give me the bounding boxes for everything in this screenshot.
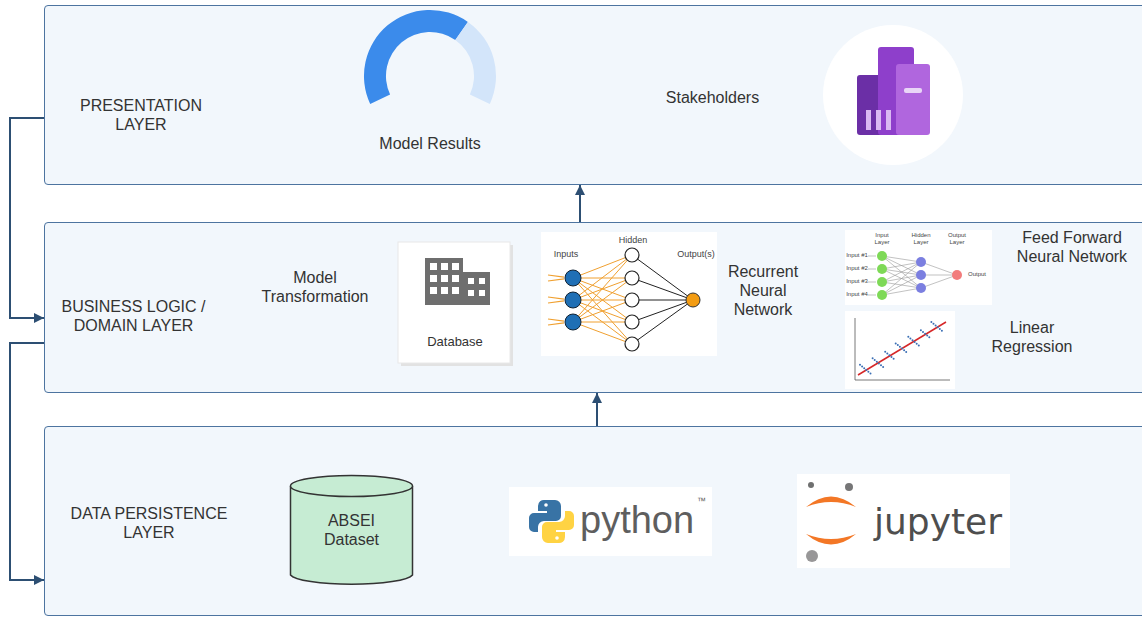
label-holder: Hidden Layer — [907, 232, 935, 246]
figure-label: Input #4 — [846, 291, 868, 298]
figure-label: Input #1 — [846, 252, 868, 259]
model-gauge — [364, 10, 496, 104]
text-holder: ™ — [697, 496, 711, 507]
band-fills — [44, 5, 1142, 616]
jupyter-wordmark: jupyter — [874, 500, 1006, 543]
figure-label: Input #3 — [846, 278, 868, 285]
model-label: Linear Regression — [976, 318, 1088, 356]
figure-label: Output(s) — [676, 249, 716, 260]
result-label: Model Results — [360, 134, 500, 153]
database-box: Database — [399, 243, 514, 364]
trademark-mark: ™ — [697, 496, 711, 507]
text-holder: BUSINESS LOGIC / DOMAIN LAYER — [51, 297, 216, 335]
jupyter-tile — [797, 474, 1010, 568]
layer-connector — [10, 118, 44, 318]
rnn-figure — [541, 232, 717, 356]
layer-title: BUSINESS LOGIC / DOMAIN LAYER — [51, 297, 216, 335]
layer-connector — [10, 343, 44, 580]
label-holder: Output Layer — [943, 232, 971, 246]
label-holder: Input #4 — [846, 291, 868, 298]
stakeholder-label: Stakeholders — [650, 88, 775, 107]
ffnn-figure — [845, 230, 992, 305]
jupyter-box: jupyter — [798, 475, 1011, 569]
data-layer: DATA PERSISTENCE LAYER ABSEI Dataset pytho… — [44, 426, 1142, 616]
label-holder: Stakeholders — [650, 88, 775, 107]
figure-label: Hidden — [613, 235, 653, 246]
label-holder: Input #1 — [846, 252, 868, 259]
dataset-label: ABSEI Dataset — [311, 511, 392, 549]
python-tile — [509, 487, 712, 556]
label-holder: Input #3 — [846, 278, 868, 285]
figure-label: Input #2 — [846, 265, 868, 272]
figure-label: Output Layer — [943, 232, 971, 246]
dataset-cylinder: ABSEI Dataset — [289, 474, 414, 587]
figure-label: Input Layer — [868, 232, 896, 246]
figure-label: Hidden Layer — [907, 232, 935, 246]
transformation-label: Model Transformation — [250, 268, 380, 306]
database-label: Database — [399, 334, 511, 350]
label-holder: Inputs — [546, 249, 586, 260]
layer-connector — [579, 185, 581, 222]
layer-title: PRESENTATION LAYER — [76, 96, 206, 134]
presentation-layer: PRESENTATION LAYER — [44, 5, 1142, 185]
text-holder: PRESENTATION LAYER — [76, 96, 206, 134]
model-label: Recurrent Neural Network — [720, 262, 806, 320]
database-tile — [398, 242, 513, 366]
text-holder: python — [580, 498, 698, 544]
figure-label: Inputs — [546, 249, 586, 260]
model-label: Feed Forward Neural Network — [1016, 228, 1128, 266]
regression-figure — [845, 311, 955, 389]
python-wordmark: python — [580, 498, 698, 544]
text-holder: DATA PERSISTENCE LAYER — [59, 504, 239, 542]
text-holder: ABSEI Dataset — [311, 511, 392, 549]
python-box: python™ — [510, 488, 714, 557]
layer-title: DATA PERSISTENCE LAYER — [59, 504, 239, 542]
text-holder: Database — [399, 334, 511, 350]
text-holder: jupyter — [874, 500, 1006, 543]
label-holder: Output(s) — [676, 249, 716, 260]
label-holder: Recurrent Neural Network — [720, 262, 806, 320]
label-holder: Model Results — [360, 134, 500, 153]
label-holder: Model Transformation — [250, 268, 380, 306]
stakeholder-icon — [823, 25, 963, 165]
label-holder: Linear Regression — [976, 318, 1088, 356]
label-holder: Input Layer — [868, 232, 896, 246]
label-holder: Input #2 — [846, 265, 868, 272]
figure-label: Output — [964, 271, 990, 278]
label-holder: Hidden — [613, 235, 653, 246]
layer-connector — [596, 393, 598, 426]
business-layer: BUSINESS LOGIC / DOMAIN LAYER Database — [44, 222, 1142, 393]
label-holder: Output — [964, 271, 990, 278]
cylinder-outline — [289, 474, 414, 587]
label-holder: Feed Forward Neural Network — [1016, 228, 1128, 266]
